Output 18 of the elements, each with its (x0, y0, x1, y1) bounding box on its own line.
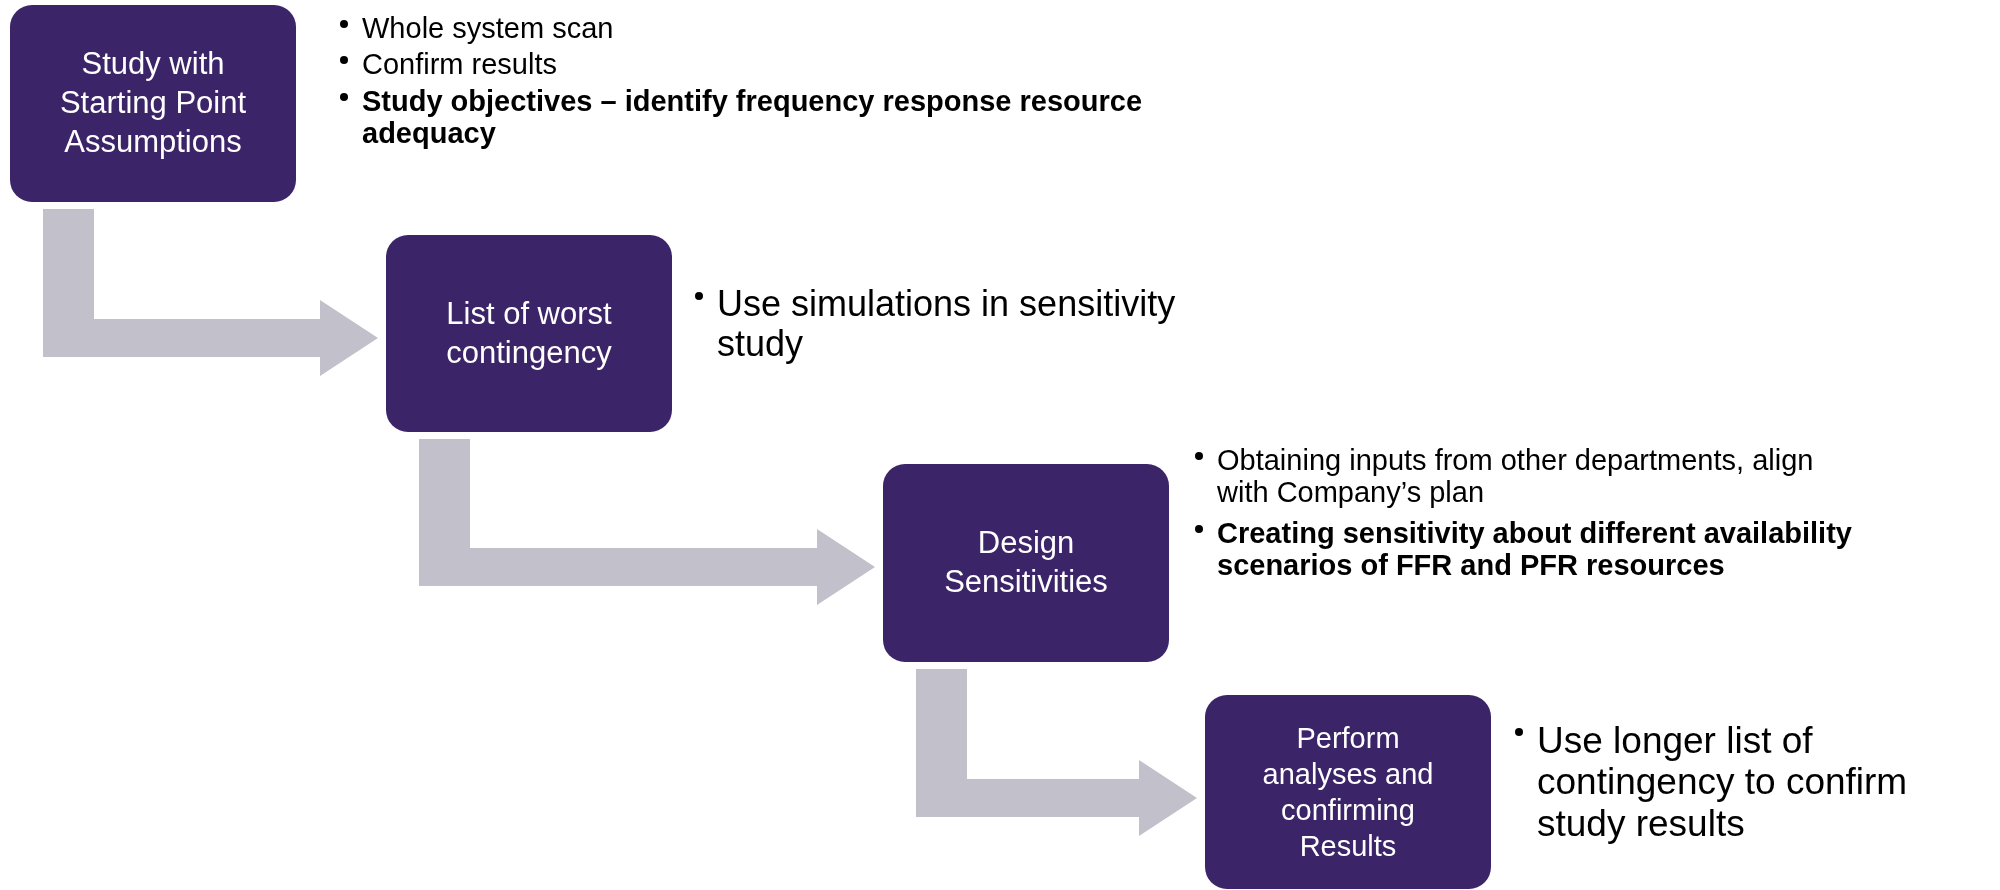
bullet-text: Confirm results (362, 48, 557, 81)
bent-arrow (916, 669, 1197, 836)
bullet-text: Use longer list of contingency to confirm study results (1537, 720, 1909, 845)
bullet-text: Whole system scan (362, 12, 614, 45)
bullet-text: Creating sensitivity about different availability scenarios of FFR and PFR resources (1217, 516, 1853, 582)
process-box (883, 464, 1169, 662)
bent-arrow (419, 439, 875, 605)
bent-arrow (43, 209, 378, 376)
box-label: Study with Starting Point Assumptions (58, 45, 248, 161)
process-box (1205, 695, 1491, 889)
process-box (10, 5, 296, 202)
bullet-text: Study objectives – identify frequency response resource adequacy (362, 84, 1144, 150)
box-label: List of worst contingency (445, 294, 613, 372)
bullet-text: Use simulations in sensitivity study (717, 284, 1177, 365)
box-label: Perform analyses and confirming Results (1261, 720, 1435, 865)
bullet-text: Obtaining inputs from other departments, align with Company’s plan (1217, 444, 1815, 509)
process-box (386, 235, 672, 432)
box-label: Design Sensitivities (943, 524, 1109, 601)
